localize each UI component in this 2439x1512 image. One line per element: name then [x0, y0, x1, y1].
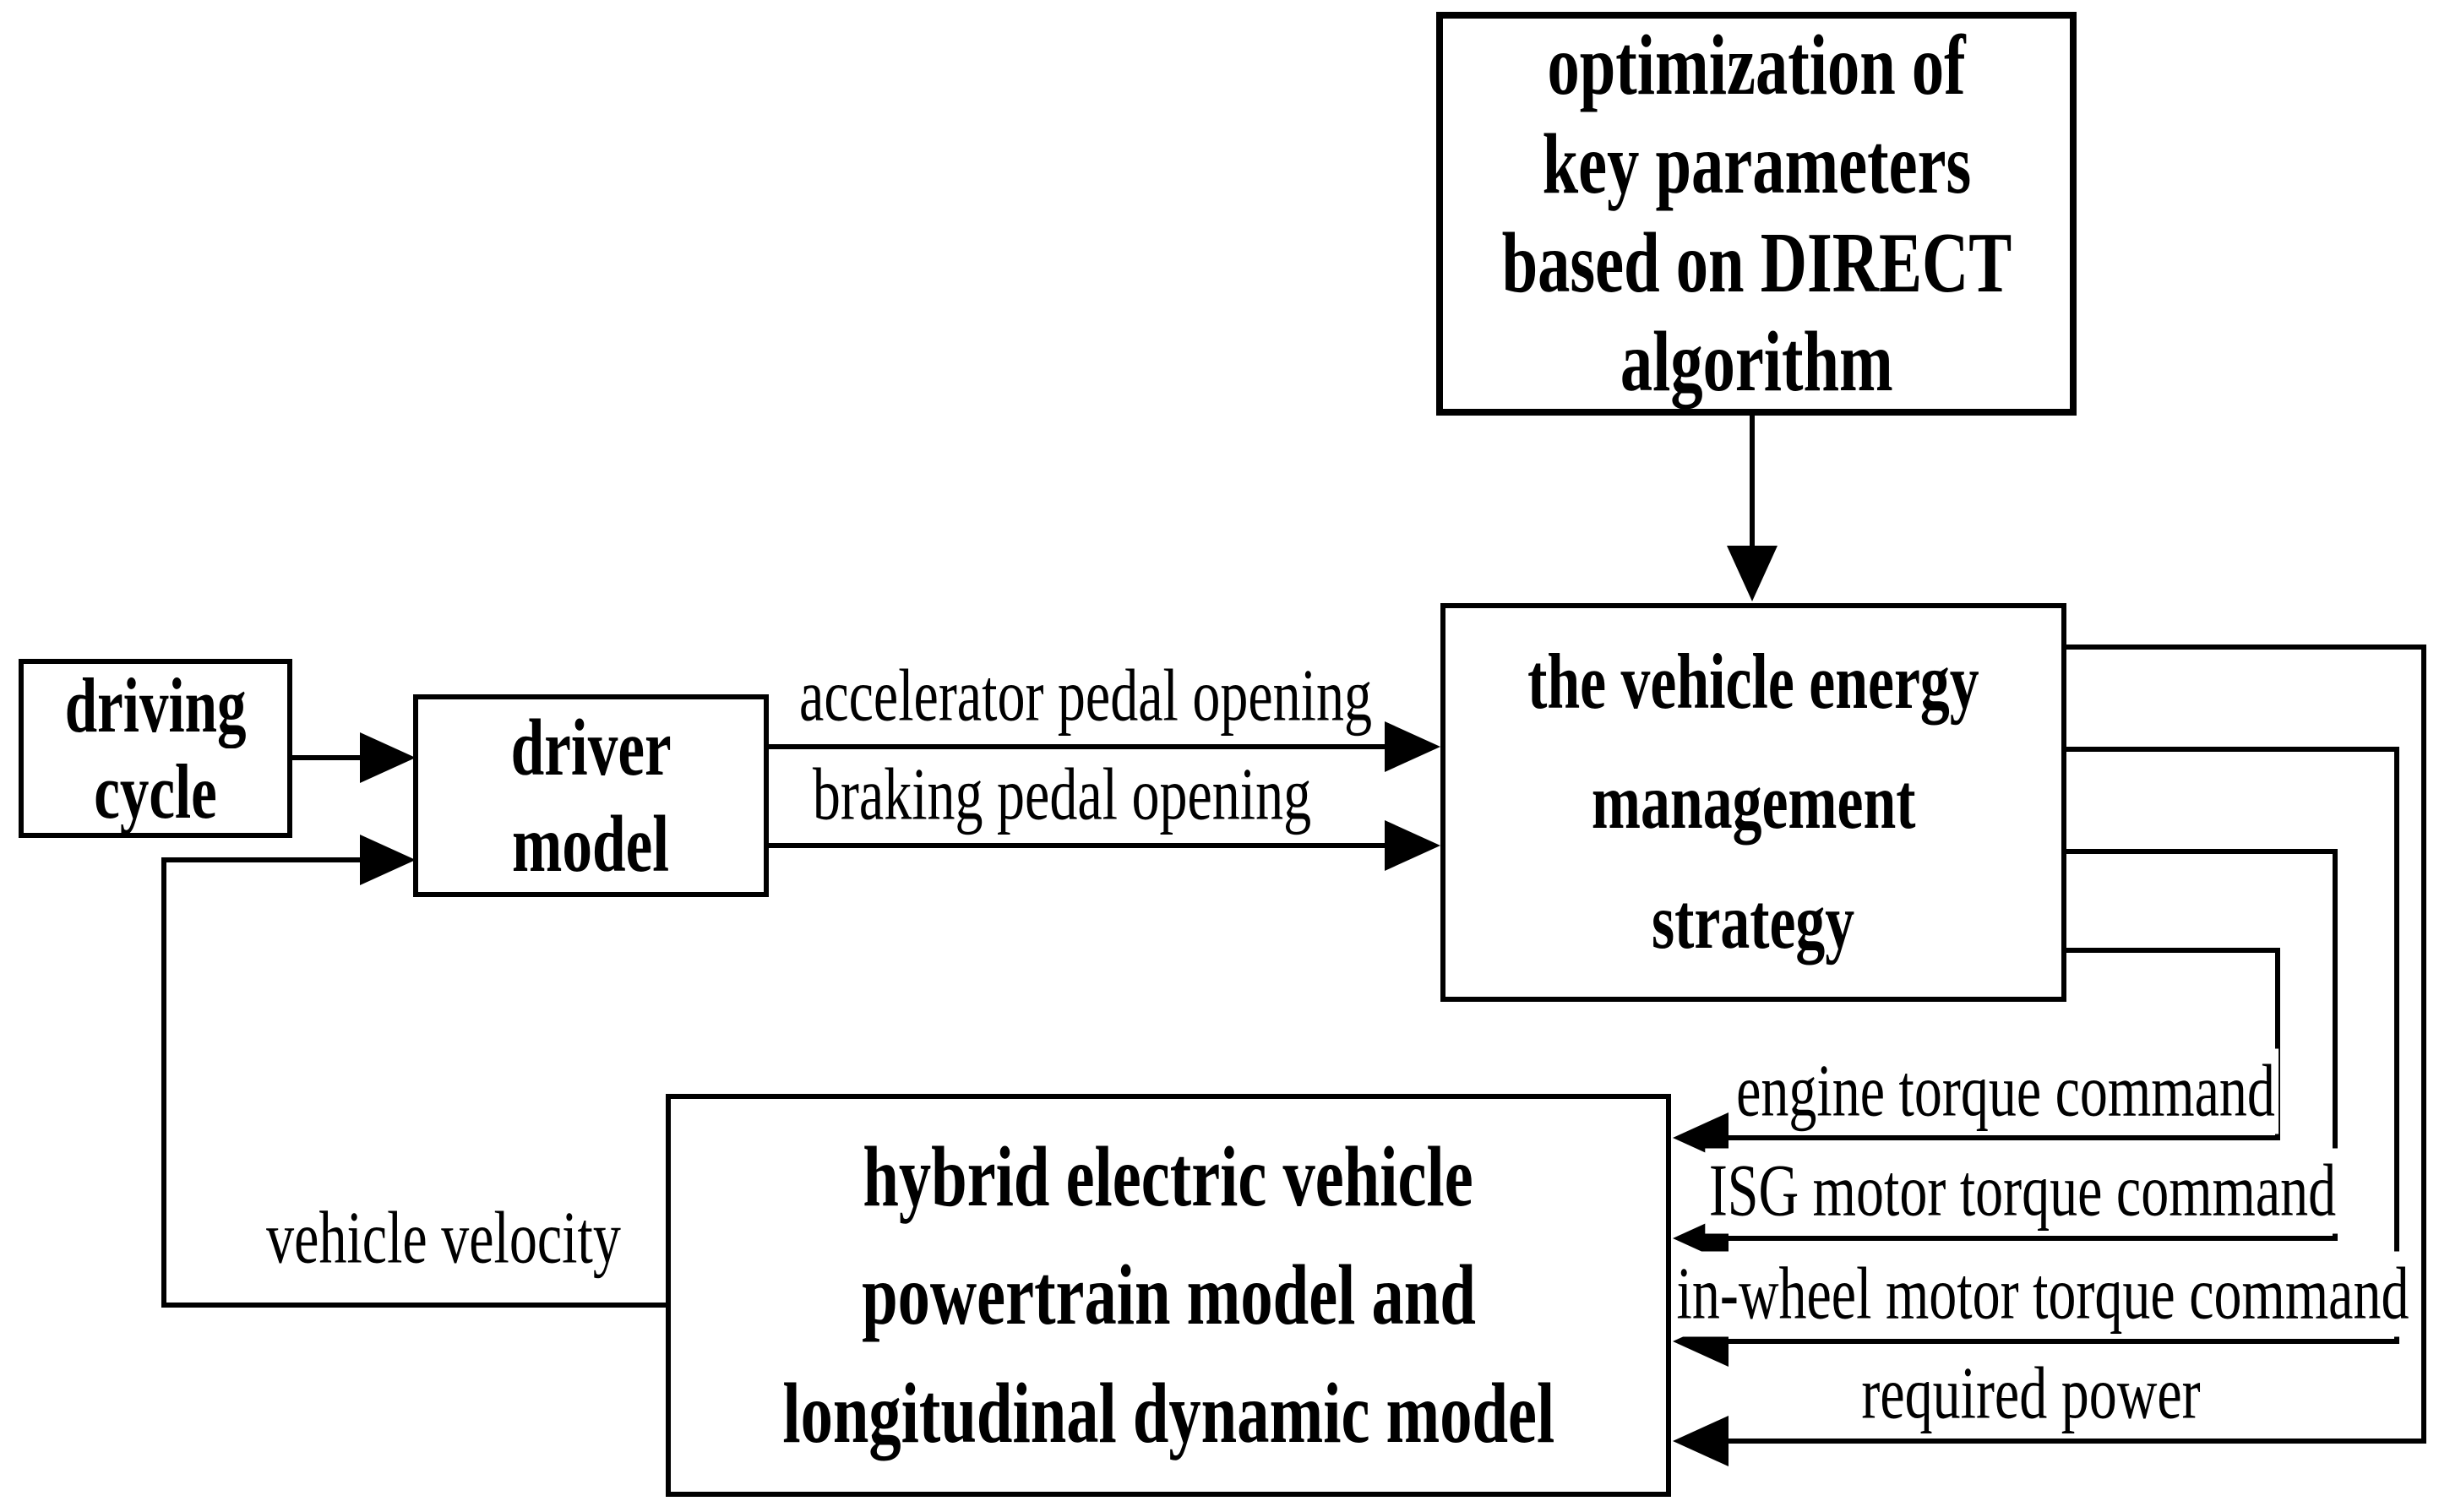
box-label-line: algorithm	[1620, 314, 1893, 410]
box-label-line: longitudinal dynamic model	[782, 1365, 1554, 1461]
driving-cycle-box: driving cycle	[19, 659, 292, 838]
braking-line	[769, 843, 1386, 848]
box-label-line: based on DIRECT	[1501, 215, 2012, 311]
velocity-feedback-top-line	[161, 857, 368, 862]
accelerator-line	[769, 744, 1386, 749]
box-label-line: strategy	[1652, 878, 1855, 965]
isg-torque-vertical-line	[2333, 849, 2338, 1241]
isg-torque-exit-line	[2066, 849, 2338, 854]
required-power-label: required power	[1857, 1351, 2205, 1437]
isg-motor-torque-command-label: ISG motor torque command	[1705, 1148, 2340, 1234]
arrowhead-into-driver-model	[360, 732, 416, 783]
box-label-line: key parameters	[1542, 117, 1971, 212]
braking-pedal-opening-label: braking pedal opening	[808, 752, 1315, 838]
engine-torque-command-label: engine torque command	[1732, 1048, 2279, 1134]
required-power-vertical-line	[2421, 645, 2426, 1444]
arrowhead-into-energy-strategy	[1727, 546, 1778, 601]
box-label-line: optimization of	[1547, 18, 1966, 113]
driver-model-box: driver model	[413, 694, 769, 897]
velocity-feedback-bottom-line	[161, 1303, 668, 1308]
engine-torque-vertical-line	[2275, 948, 2280, 1140]
box-label-line: cycle	[94, 748, 217, 835]
engine-torque-exit-line	[2066, 948, 2280, 953]
vehicle-velocity-label: vehicle velocity	[262, 1195, 625, 1281]
isg-torque-line	[1729, 1236, 2338, 1241]
inwheel-torque-line	[1729, 1339, 2399, 1344]
box-label-line: management	[1591, 759, 1916, 846]
box-label-line: powertrain model and	[861, 1247, 1476, 1343]
arrowhead-braking	[1385, 820, 1440, 871]
inwheel-torque-vertical-line	[2394, 747, 2399, 1344]
box-label-line: driving	[64, 662, 247, 748]
box-label-line: the vehicle energy	[1527, 639, 1979, 726]
powertrain-model-box: hybrid electric vehicle powertrain model…	[666, 1094, 1671, 1497]
required-power-line	[1729, 1439, 2426, 1444]
optimization-to-energy-line	[1750, 416, 1755, 547]
arrowhead-accelerator	[1385, 721, 1440, 772]
engine-torque-line	[1729, 1135, 2280, 1140]
driving-cycle-to-driver-line	[292, 755, 368, 760]
required-power-exit-line	[2066, 645, 2426, 650]
box-label-line: driver	[510, 703, 672, 792]
velocity-feedback-vertical-line	[161, 857, 166, 1308]
arrowhead-feedback-into-driver-model	[360, 835, 416, 885]
box-label-line: model	[512, 799, 670, 889]
inwheel-motor-torque-command-label: in-wheel motor torque command	[1673, 1251, 2413, 1337]
arrowhead-required-power	[1673, 1416, 1729, 1466]
accelerator-pedal-opening-label: accelerator pedal opening	[795, 653, 1376, 739]
optimization-box: optimization of key parameters based on …	[1436, 12, 2077, 416]
energy-management-strategy-box: the vehicle energy management strategy	[1440, 603, 2066, 1002]
box-label-line: hybrid electric vehicle	[863, 1129, 1474, 1225]
inwheel-torque-exit-line	[2066, 747, 2399, 752]
